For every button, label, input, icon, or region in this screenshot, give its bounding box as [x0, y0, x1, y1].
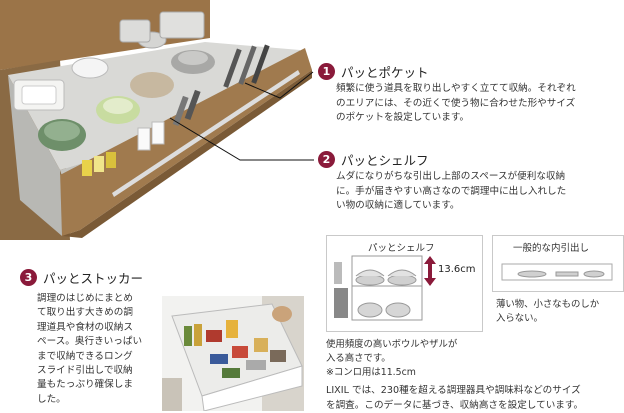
footer-line: を調査。このデータに基づき、収納高さを設定しています。 [326, 399, 584, 411]
normal-drawer-comparison-title: 一般的な内引出し [513, 243, 590, 254]
feature-1-line: 頻繁に使う道具を取り出しやすく立てて収納。それぞれ [336, 83, 576, 94]
feature-3-line: ペース。奥行きいっぱい [37, 336, 143, 348]
feature-1-line: のポケットを設定しています。 [336, 112, 470, 124]
shelf-comparison-title: パッとシェルフ [368, 243, 435, 254]
kitchen-drawer-photo [0, 0, 320, 240]
feature-1-title-text: パッとポケット [341, 65, 429, 80]
shelf-note-line: ※コンロ用は11.5cm [326, 367, 416, 378]
feature-3-line: 量もたっぷり確保しま [37, 379, 133, 391]
feature-2-number-badge: 2 [318, 151, 335, 168]
normal-drawer-diagram [501, 263, 613, 281]
feature-2-line: い物の収納に適しています。 [336, 200, 460, 212]
shelf-diagram [334, 255, 423, 321]
shelf-note-line: 入る高さです。 [326, 353, 391, 364]
feature-3-line: て取り出す大きめの調 [37, 307, 133, 319]
feature-3-title: 3 パッとストッカー [20, 268, 143, 287]
feature-2-line: に。手が届きやすい高さなので調理中に出し入れした [336, 185, 567, 197]
feature-3-number-badge: 3 [20, 269, 37, 286]
feature-2-description: ムダになりがちな引出し上部のスペースが便利な収納 に。手が届きやすい高さなので調… [336, 170, 621, 214]
shelf-note-line: 使用頻度の高いボウルやザルが [326, 339, 458, 350]
feature-2-title-text: パッとシェルフ [341, 153, 429, 168]
feature-3-line: した。 [37, 393, 66, 405]
feature-3-line: 理道具や食材の収納ス [37, 321, 133, 333]
feature-2-title: 2 パッとシェルフ [318, 150, 429, 169]
feature-1-description: 頻繁に使う道具を取り出しやすく立てて収納。それぞれ のエリアには、その近くで使う… [336, 82, 621, 126]
feature-3-line: まで収納できるロング [37, 350, 133, 362]
footer-line: LIXIL では、230種を超える調理器具や調味料などのサイズ [326, 385, 581, 396]
feature-3-description: 調理のはじめにまとめ て取り出す大きめの調 理道具や食材の収納ス ペース。奥行き… [37, 292, 157, 407]
stocker-drawer-photo [162, 296, 304, 411]
feature-2-line: ムダになりがちな引出し上部のスペースが便利な収納 [336, 171, 566, 182]
feature-3-title-text: パッとストッカー [43, 271, 144, 286]
shelf-note: 使用頻度の高いボウルやザルが 入る高さです。 ※コンロ用は11.5cm [326, 338, 496, 380]
feature-1-line: のエリアには、その近くで使う物に合わせた形やサイズ [336, 97, 576, 109]
normal-drawer-note-line: 入らない。 [496, 313, 543, 324]
feature-1-number-badge: 1 [318, 63, 335, 80]
feature-3-line: 調理のはじめにまとめ [37, 293, 133, 304]
shelf-height-label: 13.6cm [438, 264, 476, 275]
footer-text: LIXIL では、230種を超える調理器具や調味料などのサイズ を調査。このデー… [326, 384, 622, 413]
double-arrow-vertical-icon [424, 256, 436, 286]
feature-1-title: 1 パッとポケット [318, 62, 429, 81]
normal-drawer-note-line: 薄い物、小さなものしか [496, 299, 600, 310]
feature-3-line: スライド引出しで収納 [37, 365, 133, 377]
normal-drawer-note: 薄い物、小さなものしか 入らない。 [496, 298, 622, 326]
